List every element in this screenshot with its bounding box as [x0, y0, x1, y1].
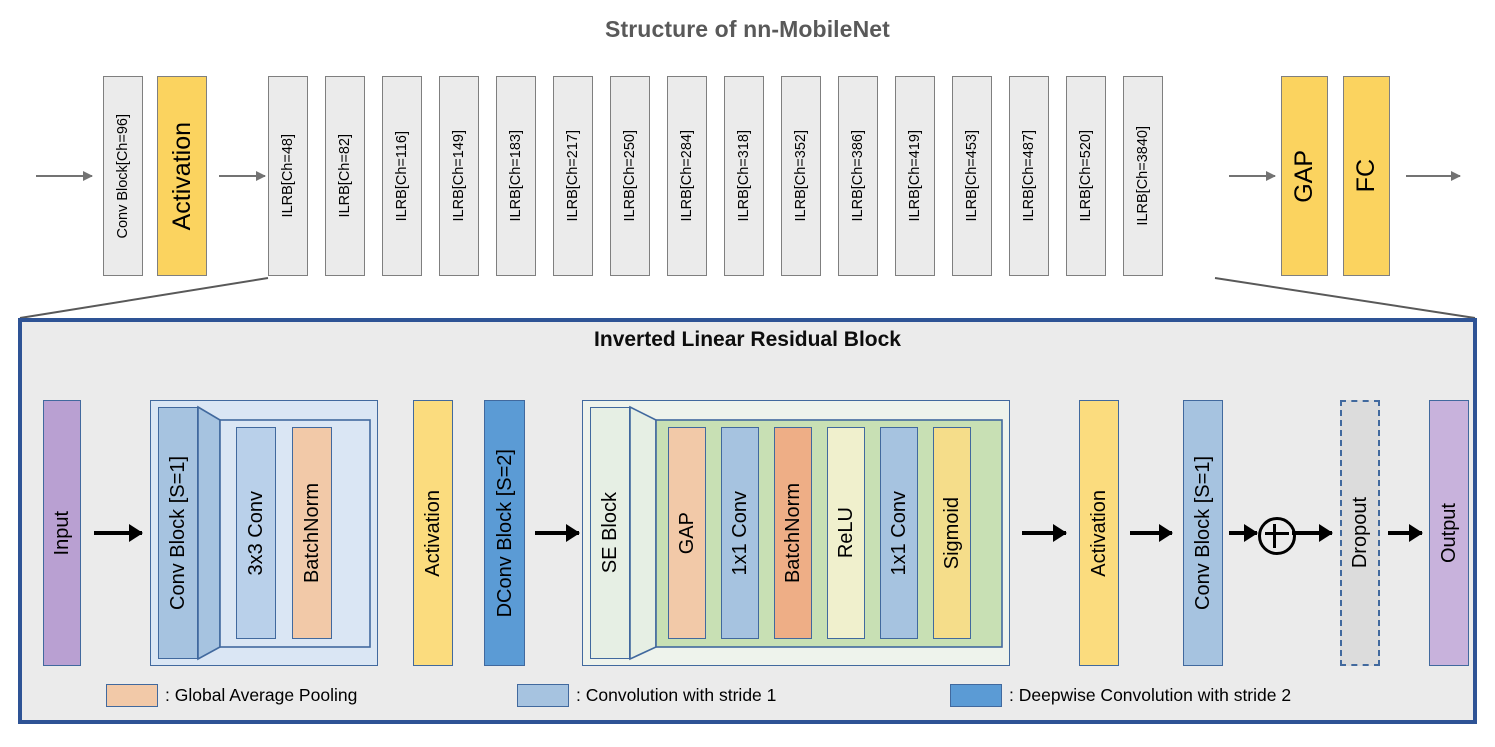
- legend-swatch-medium-blue: [950, 683, 1002, 707]
- pipeline-block-ilrb-487[interactable]: ILRB[Ch=487]: [1009, 76, 1049, 276]
- pipeline-block-ilrb-48[interactable]: ILRB[Ch=48]: [268, 76, 308, 276]
- detail-block-label: Dropout: [1349, 497, 1371, 569]
- arrow-input-to-conv-block: [94, 524, 143, 542]
- pipeline-block-label: FC: [1352, 159, 1380, 193]
- pipeline-block-ilrb-116[interactable]: ILRB[Ch=116]: [382, 76, 422, 276]
- pipeline-block-label: ILRB[Ch=116]: [393, 130, 410, 222]
- pipeline-block-label: GAP: [1290, 149, 1318, 203]
- arrow-se-to-activation-2: [1022, 524, 1067, 542]
- pipeline-block-label: ILRB[Ch=386]: [849, 130, 866, 222]
- pipeline-output-arrow: [1406, 171, 1461, 181]
- residual-sum-icon: [1258, 517, 1296, 555]
- pipeline-block-label: ILRB[Ch=217]: [564, 130, 581, 222]
- detail-block-output[interactable]: Output: [1429, 400, 1469, 666]
- pipeline-block-label: ILRB[Ch=352]: [792, 130, 809, 222]
- legend-swatch-peach: [106, 683, 158, 707]
- detail-block-se-conv-1[interactable]: 1x1 Conv: [721, 427, 759, 639]
- pipeline-row: Conv Block[Ch=96] Activation ILRB[Ch=48]…: [0, 76, 1495, 276]
- legend-label: : Global Average Pooling: [165, 684, 358, 705]
- pipeline-block-ilrb-419[interactable]: ILRB[Ch=419]: [895, 76, 935, 276]
- detail-block-conv-block-2[interactable]: Conv Block [S=1]: [1183, 400, 1223, 666]
- pipeline-block-label: ILRB[Ch=3840]: [1134, 126, 1151, 226]
- pipeline-block-ilrb-386[interactable]: ILRB[Ch=386]: [838, 76, 878, 276]
- detail-block-dconv-block[interactable]: DConv Block [S=2]: [484, 400, 525, 666]
- detail-block-label: GAP: [676, 511, 698, 555]
- detail-block-activation-2[interactable]: Activation: [1079, 400, 1119, 666]
- detail-block-se-relu[interactable]: ReLU: [827, 427, 865, 639]
- pipeline-block-ilrb-520[interactable]: ILRB[Ch=520]: [1066, 76, 1106, 276]
- detail-block-label: 1x1 Conv: [729, 490, 751, 576]
- detail-block-batchnorm-1[interactable]: BatchNorm: [292, 427, 332, 639]
- pipeline-block-label: ILRB[Ch=318]: [735, 130, 752, 222]
- pipeline-block-label: ILRB[Ch=520]: [1077, 130, 1094, 222]
- pipeline-block-ilrb-3840[interactable]: ILRB[Ch=3840]: [1123, 76, 1163, 276]
- detail-block-label: Activation: [1088, 489, 1110, 577]
- pipeline-block-ilrb-284[interactable]: ILRB[Ch=284]: [667, 76, 707, 276]
- pipeline-block-ilrb-82[interactable]: ILRB[Ch=82]: [325, 76, 365, 276]
- legend-item-convolution-stride-1: : Convolution with stride 1: [517, 683, 777, 707]
- pipeline-block-label: ILRB[Ch=284]: [678, 130, 695, 222]
- pipeline-block-label: ILRB[Ch=48]: [279, 134, 296, 218]
- pipeline-block-label: ILRB[Ch=453]: [963, 130, 980, 222]
- pipeline-block-conv-block-96[interactable]: Conv Block[Ch=96]: [103, 76, 143, 276]
- detail-block-label: Output: [1438, 502, 1460, 564]
- pipeline-block-ilrb-217[interactable]: ILRB[Ch=217]: [553, 76, 593, 276]
- pipeline-block-ilrb-250[interactable]: ILRB[Ch=250]: [610, 76, 650, 276]
- legend-item-deepwise-convolution-stride-2: : Deepwise Convolution with stride 2: [950, 683, 1292, 707]
- legend: : Global Average Pooling : Convolution w…: [44, 678, 1454, 712]
- detail-block-label: 3x3 Conv: [245, 490, 267, 576]
- detail-block-label: DConv Block [S=2]: [493, 448, 516, 618]
- detail-block-label: Activation: [422, 489, 444, 577]
- detail-block-dropout[interactable]: Dropout: [1340, 400, 1380, 666]
- detail-panel-title: Inverted Linear Residual Block: [594, 328, 901, 351]
- pipeline-block-label: Conv Block[Ch=96]: [114, 113, 131, 239]
- detail-block-label: Conv Block [S=1]: [1192, 456, 1214, 610]
- legend-label: : Deepwise Convolution with stride 2: [1009, 684, 1292, 705]
- pipeline-arrow-ilrb-to-gap: [1229, 171, 1276, 181]
- detail-block-se-sigmoid[interactable]: Sigmoid: [933, 427, 971, 639]
- arrow-sum-to-dropout: [1292, 524, 1333, 542]
- pipeline-block-ilrb-453[interactable]: ILRB[Ch=453]: [952, 76, 992, 276]
- pipeline-block-ilrb-183[interactable]: ILRB[Ch=183]: [496, 76, 536, 276]
- arrow-activation-2-to-conv-block-2: [1130, 524, 1173, 542]
- detail-block-input[interactable]: Input: [43, 400, 81, 666]
- pipeline-block-label: ILRB[Ch=82]: [336, 134, 353, 218]
- pipeline-block-activation[interactable]: Activation: [157, 76, 207, 276]
- pipeline-block-ilrb-318[interactable]: ILRB[Ch=318]: [724, 76, 764, 276]
- legend-label: : Convolution with stride 1: [576, 684, 777, 705]
- connector-left-line: [19, 277, 269, 319]
- pipeline-block-label: ILRB[Ch=250]: [621, 130, 638, 222]
- pipeline-block-fc[interactable]: FC: [1343, 76, 1390, 276]
- detail-block-label: Sigmoid: [941, 496, 963, 570]
- detail-block-se-gap[interactable]: GAP: [668, 427, 706, 639]
- detail-block-label: ReLU: [835, 507, 857, 559]
- arrow-dconv-to-se-block: [535, 524, 580, 542]
- connector-right-line: [1214, 277, 1476, 319]
- detail-block-label: 1x1 Conv: [888, 490, 910, 576]
- detail-block-se-block[interactable]: SE Block: [590, 407, 630, 659]
- pipeline-arrow-activation-to-ilrb: [219, 171, 266, 181]
- pipeline-block-label: ILRB[Ch=419]: [906, 130, 923, 222]
- page-title: Structure of nn-MobileNet: [605, 16, 890, 42]
- arrow-conv-block-2-to-sum: [1229, 524, 1258, 542]
- arrow-dropout-to-output: [1388, 524, 1423, 542]
- pipeline-block-ilrb-352[interactable]: ILRB[Ch=352]: [781, 76, 821, 276]
- inverted-linear-residual-block-panel: Inverted Linear Residual Block Input Con…: [18, 318, 1477, 724]
- legend-item-global-average-pooling: : Global Average Pooling: [106, 683, 358, 707]
- detail-block-label: Input: [51, 510, 73, 556]
- detail-block-3x3-conv[interactable]: 3x3 Conv: [236, 427, 276, 639]
- pipeline-block-gap[interactable]: GAP: [1281, 76, 1328, 276]
- detail-block-se-conv-2[interactable]: 1x1 Conv: [880, 427, 918, 639]
- pipeline-block-ilrb-149[interactable]: ILRB[Ch=149]: [439, 76, 479, 276]
- detail-block-activation-1[interactable]: Activation: [413, 400, 453, 666]
- detail-block-se-batchnorm[interactable]: BatchNorm: [774, 427, 812, 639]
- pipeline-block-label: Activation: [167, 121, 196, 231]
- detail-block-label: BatchNorm: [301, 482, 323, 584]
- pipeline-block-label: ILRB[Ch=183]: [507, 130, 524, 222]
- pipeline-input-arrow: [36, 171, 93, 181]
- pipeline-block-label: ILRB[Ch=487]: [1020, 130, 1037, 222]
- detail-block-label: BatchNorm: [782, 482, 804, 584]
- legend-swatch-light-blue: [517, 683, 569, 707]
- pipeline-block-label: ILRB[Ch=149]: [450, 130, 467, 222]
